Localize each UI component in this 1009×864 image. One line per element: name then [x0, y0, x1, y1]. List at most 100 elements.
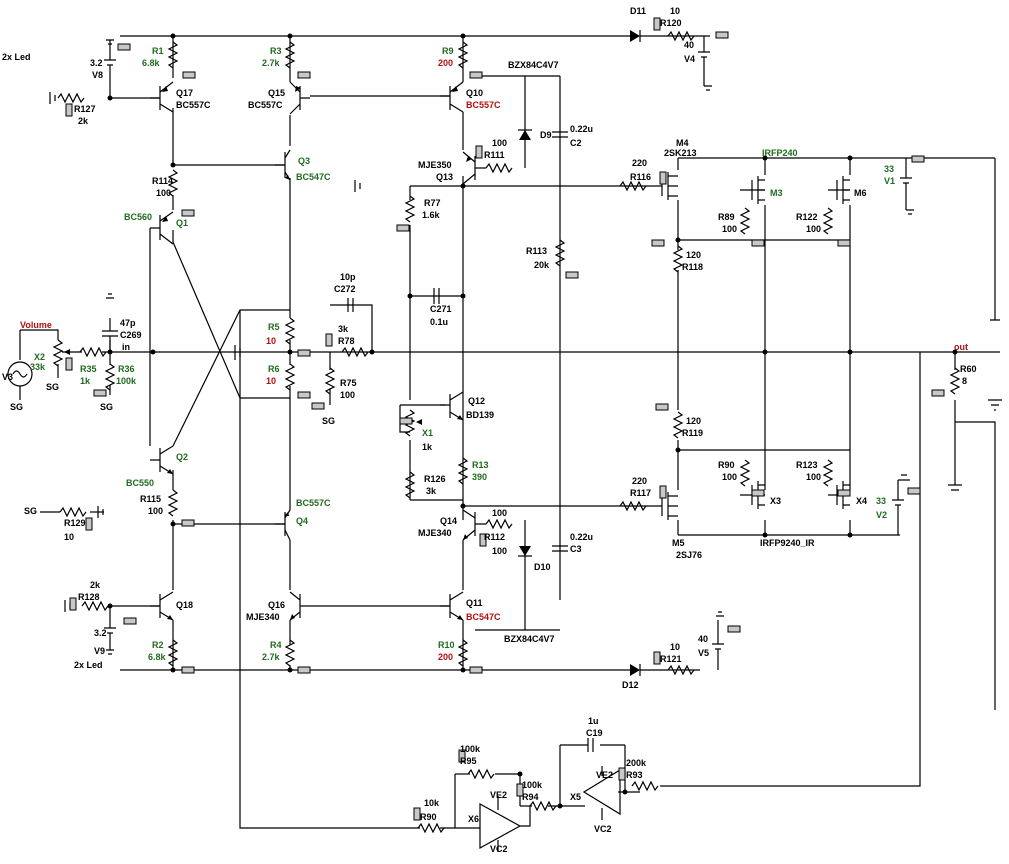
label-r118: R118: [682, 262, 703, 272]
resistor-r36: [104, 363, 116, 391]
resistor-r78: [341, 346, 369, 358]
mosfets: [661, 172, 850, 520]
label-q2-part: BC550: [126, 478, 154, 488]
resistor-r60: [949, 367, 961, 395]
transistor-q2: [150, 445, 174, 475]
label-d11: D11: [630, 6, 646, 16]
label-c3: C3: [570, 544, 582, 554]
label-r111-val: 100: [492, 138, 507, 148]
label-q13-part: MJE350: [418, 160, 452, 170]
label-q10: Q10: [466, 88, 483, 98]
label-r112: R112: [484, 532, 505, 542]
resistor-r90: [739, 459, 751, 487]
label-c271: C271: [430, 304, 452, 314]
battery-v2: [892, 480, 904, 535]
label-r117-val: 220: [632, 476, 647, 486]
battery-v9: [104, 606, 116, 650]
label-d12: D12: [622, 680, 639, 690]
transistor-q11: [440, 591, 464, 621]
label-r123: R123: [796, 460, 818, 470]
label-r112-val: 100: [492, 508, 507, 518]
label-r127-val: 2k: [78, 116, 89, 126]
label-irfp240: IRFP240: [762, 148, 798, 158]
label-v2-val: 33: [876, 496, 886, 506]
label-r94: R94: [522, 792, 539, 802]
label-r2-val: 6.8k: [148, 652, 167, 662]
label-r9: R9: [442, 46, 454, 56]
label-q12-part: BD139: [466, 410, 494, 420]
label-v9: V9: [94, 646, 105, 656]
transistor-q12: [440, 391, 464, 421]
mosfet-m4: [661, 172, 678, 200]
label-r4: R4: [270, 640, 282, 650]
capacitor-c19: [587, 738, 594, 752]
mosfet-m3: [751, 176, 765, 204]
ground-symbols: [49, 39, 1002, 655]
label-q4: Q4: [296, 516, 308, 526]
label-r93: R93: [626, 770, 643, 780]
label-r121: R121: [660, 654, 682, 664]
label-d9: D9: [540, 130, 552, 140]
label-r116-val: 220: [632, 158, 647, 168]
label-d10: D10: [534, 562, 551, 572]
label-out: out: [954, 342, 968, 352]
label-r127: R127: [74, 104, 96, 114]
label-r111: R111: [484, 150, 505, 160]
label-v1: V1: [884, 176, 895, 186]
label-r122: R122: [796, 212, 818, 222]
label-v5: V5: [698, 648, 709, 658]
resistor-r4: [284, 639, 296, 667]
resistor-r127: [57, 92, 85, 104]
label-r115-val: 100: [148, 506, 163, 516]
label-q16: Q16: [268, 600, 285, 610]
label-q3-part: BC547C: [296, 172, 331, 182]
label-v4: V4: [684, 54, 695, 64]
label-bzx-top: BZX84C4V7: [508, 60, 559, 70]
zener-d9: [518, 129, 532, 140]
label-ve2-a: VE2: [490, 790, 507, 800]
opamp-x6: [479, 796, 531, 852]
resistor-r89: [739, 207, 751, 235]
label-r89-val: 100: [722, 224, 737, 234]
resistor-r95: [467, 768, 495, 780]
transistor-q17: [150, 81, 174, 113]
label-x6: X6: [468, 814, 479, 824]
label-v9-val: 3.2: [94, 628, 107, 638]
label-r120-val: 10: [670, 6, 680, 16]
pin-markers: [65, 17, 945, 821]
label-q16-part: MJE340: [246, 612, 280, 622]
label-r129: R129: [64, 518, 86, 528]
label-x2-val: 33k: [30, 362, 46, 372]
label-q14: Q14: [440, 516, 457, 526]
resistor-r10: [457, 639, 469, 667]
capacitors: [102, 131, 594, 752]
label-r35: R35: [80, 364, 97, 374]
mosfet-m5: [661, 492, 678, 520]
label-q10-part: BC557C: [466, 100, 501, 110]
label-m4: M4: [676, 138, 689, 148]
label-q1: Q1: [176, 218, 188, 228]
label-r116: R116: [630, 172, 651, 182]
battery-v5: [712, 620, 724, 670]
label-sg1: SG: [46, 382, 59, 392]
resistors: [40, 30, 961, 834]
resistor-r93: [631, 780, 659, 792]
label-r123-val: 100: [806, 472, 821, 482]
label-c19-val: 1u: [588, 716, 599, 726]
resistor-r117: [619, 500, 647, 512]
capacitor-c272: [347, 298, 354, 312]
label-q4-part: BC557C: [296, 498, 331, 508]
resistor-r3: [284, 41, 296, 69]
label-x1-val: 1k: [422, 442, 433, 452]
zener-d10: [518, 546, 532, 557]
label-r1: R1: [152, 46, 164, 56]
label-r120: R120: [660, 18, 682, 28]
transistor-q13: [462, 151, 486, 185]
label-c272: C272: [334, 284, 356, 294]
transistor-q15: [289, 81, 310, 115]
label-v4-val: 40: [684, 40, 694, 50]
label-r4-val: 2.7k: [262, 652, 281, 662]
resistor-r111: [485, 162, 513, 174]
label-r60-val: 8: [962, 376, 967, 386]
